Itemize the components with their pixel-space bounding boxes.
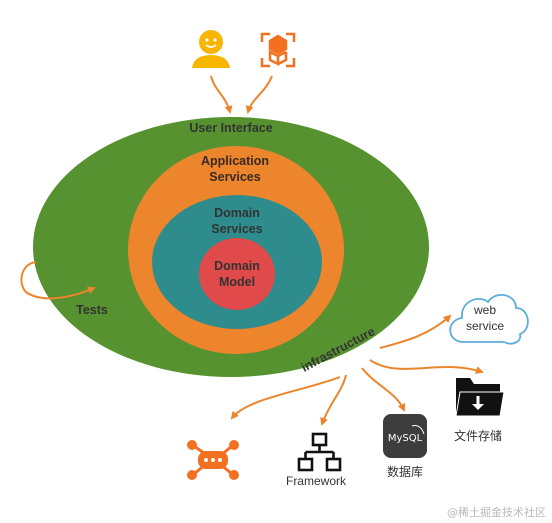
- web-service-label-2: service: [466, 319, 504, 333]
- database-label: 数据库: [387, 464, 423, 479]
- arrow-to-database: [361, 367, 406, 412]
- arrow-tests: [20, 261, 96, 300]
- folder-download-icon: [455, 378, 505, 417]
- domain-model-label-1: Domain: [214, 259, 260, 273]
- domain-services-label-2: Services: [211, 222, 262, 236]
- arrow-app-to-ui: [245, 75, 273, 114]
- mysql-icon: MySQL: [383, 414, 427, 458]
- framework-icon: [297, 432, 342, 472]
- arrow-to-web-service: [379, 314, 452, 349]
- domain-model-label-2: Model: [219, 275, 255, 289]
- web-service-label-1: web: [473, 303, 496, 317]
- framework-label: Framework: [286, 474, 347, 488]
- svg-text:MySQL: MySQL: [388, 433, 423, 444]
- app-cube-icon: [260, 32, 296, 68]
- arrow-to-file-storage: [369, 359, 484, 374]
- arrow-to-message-hub: [230, 376, 341, 420]
- message-hub-icon: [187, 440, 239, 480]
- domain-services-label-1: Domain: [214, 206, 260, 220]
- file-storage-label: 文件存储: [454, 428, 502, 443]
- domain-model-core: [199, 238, 275, 310]
- tests-label: Tests: [76, 303, 108, 317]
- watermark: @稀土掘金技术社区: [447, 505, 546, 519]
- cloud-icon: [449, 294, 529, 345]
- user-interface-label: User Interface: [189, 121, 272, 135]
- application-services-label-1: Application: [201, 154, 269, 168]
- arrow-user-to-ui: [210, 75, 233, 114]
- arrow-to-framework: [320, 374, 347, 426]
- application-services-label-2: Services: [209, 170, 260, 184]
- user-icon: [192, 30, 230, 68]
